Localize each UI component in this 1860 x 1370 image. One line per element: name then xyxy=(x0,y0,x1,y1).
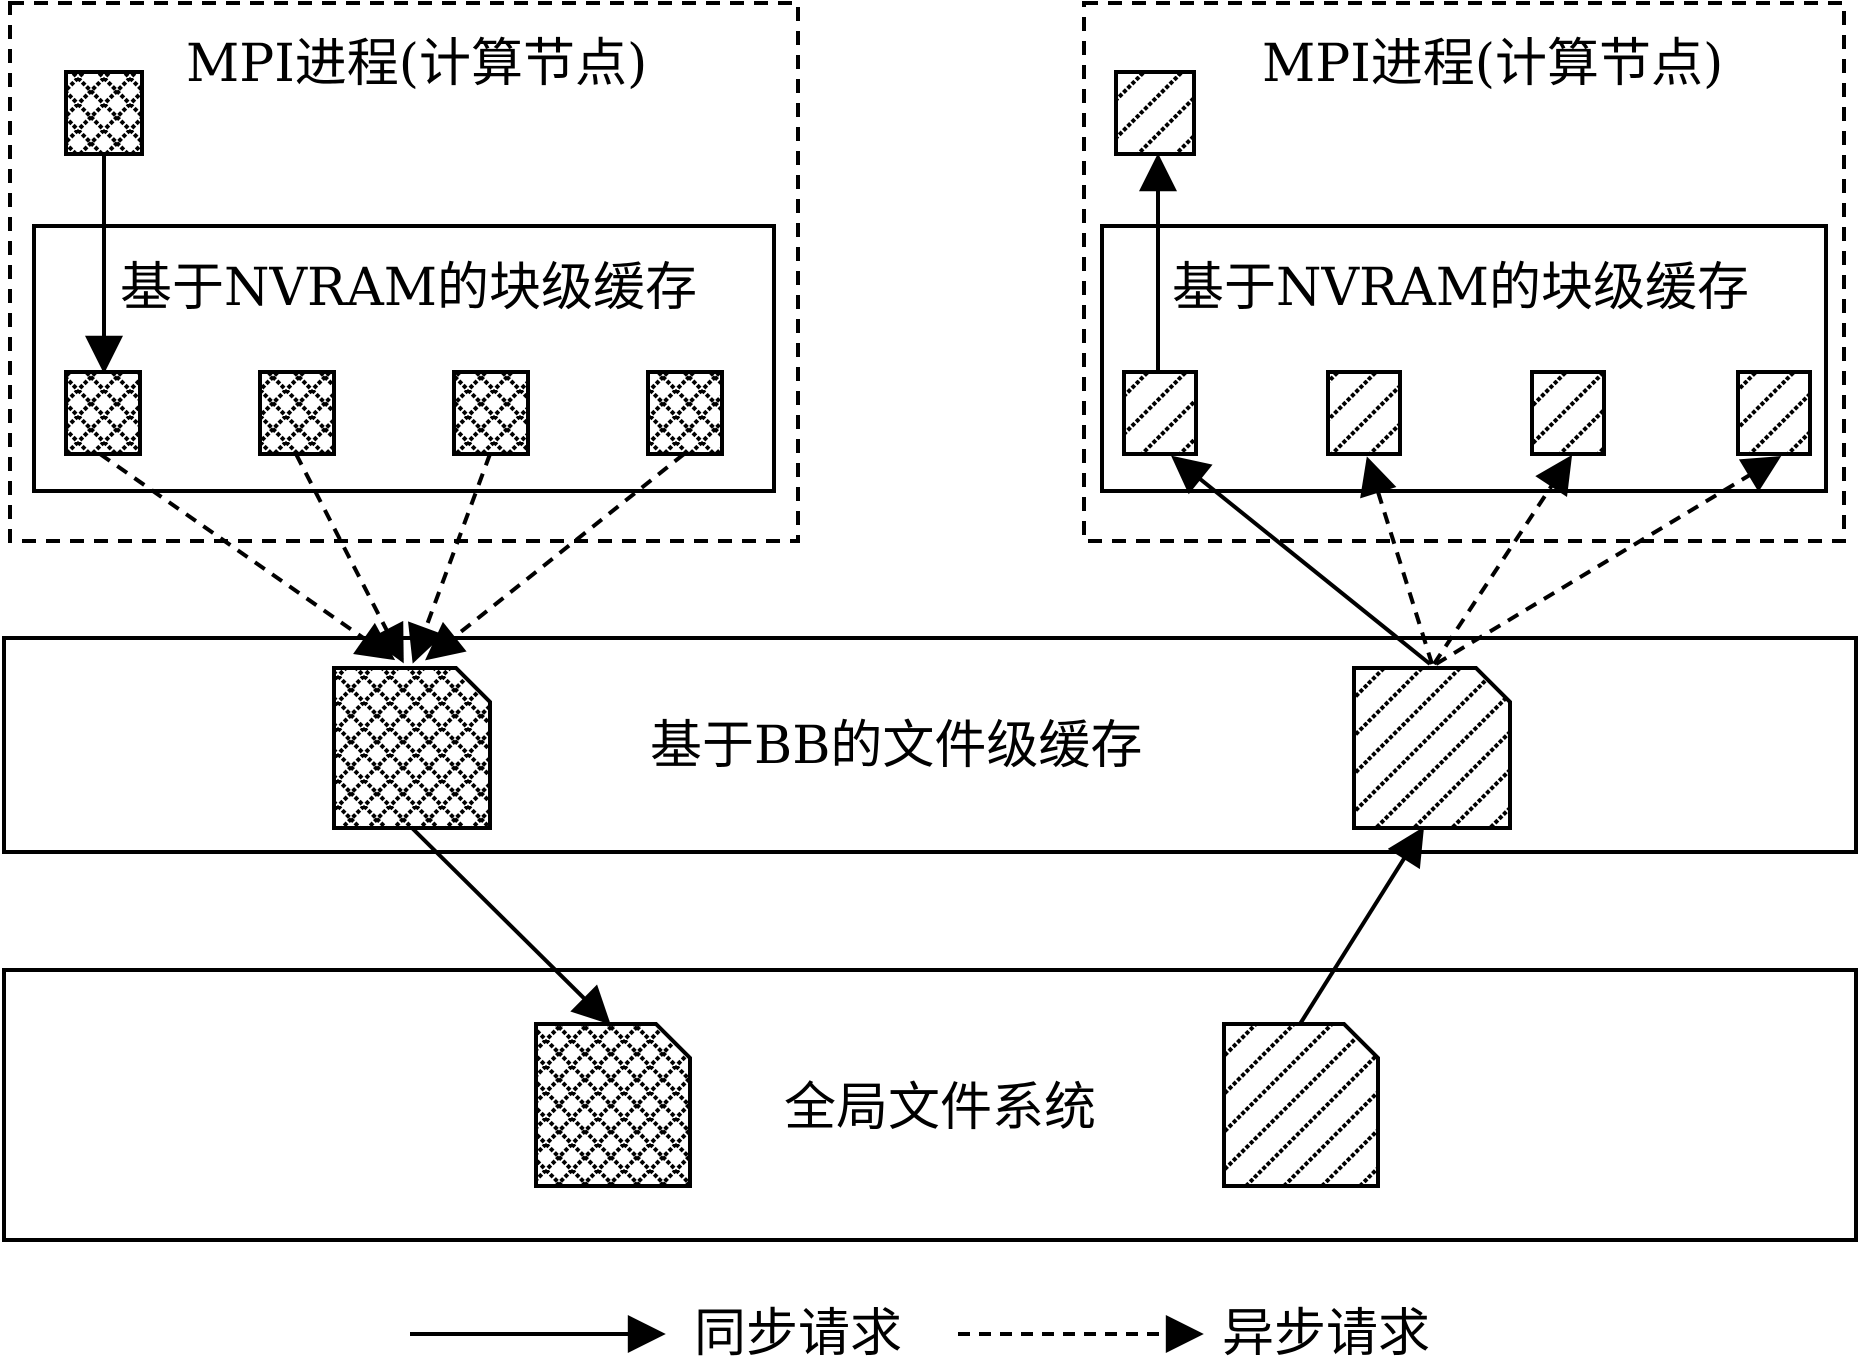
left-node-title: MPI进程(计算节点) xyxy=(186,34,648,94)
sync-arrow-fs-to-bb xyxy=(1298,826,1425,1026)
sync-arrow-bb-to-fs xyxy=(410,826,611,1025)
right-cache-block-1 xyxy=(1122,370,1198,456)
fs-layer-label: 全局文件系统 xyxy=(784,1078,1097,1138)
legend-async-label: 异步请求 xyxy=(1222,1304,1431,1364)
fs-layer xyxy=(2,968,1858,1242)
legend-sync-label: 同步请求 xyxy=(694,1304,903,1364)
right-process-block xyxy=(1114,70,1196,156)
left-cache-block-4 xyxy=(646,370,724,456)
left-nvram-cache xyxy=(32,224,776,493)
right-compute-node xyxy=(1082,1,1846,543)
right-cache-block-2 xyxy=(1326,370,1402,456)
async-arrow-right-2 xyxy=(1360,456,1434,665)
async-arrow-left-3 xyxy=(408,453,492,664)
left-cache-block-1 xyxy=(64,370,142,456)
async-arrow-right-4 xyxy=(1434,456,1782,666)
fs-layer-box xyxy=(2,968,1858,1242)
async-arrow-left-2 xyxy=(294,453,404,664)
bb-layer-label: 基于BB的文件级缓存 xyxy=(650,716,1143,776)
right-cache-block-3 xyxy=(1530,370,1606,456)
left-cache-block-2 xyxy=(258,370,336,456)
right-node-title: MPI进程(计算节点) xyxy=(1262,34,1724,94)
left-cache-block-3 xyxy=(452,370,530,456)
right-cache-label: 基于NVRAM的块级缓存 xyxy=(1172,258,1750,318)
sync-arrow-bb-to-nvram xyxy=(1171,455,1432,666)
async-arrow-right-3 xyxy=(1432,454,1573,666)
bb-file-diagonal xyxy=(1352,666,1512,830)
right-cache-block-4 xyxy=(1736,370,1812,456)
left-node-border xyxy=(8,1,800,543)
left-process-block xyxy=(64,70,144,156)
async-arrows xyxy=(98,452,1782,666)
bb-layer-box xyxy=(2,636,1858,854)
fs-file-cross xyxy=(534,1022,692,1188)
bb-layer xyxy=(2,636,1858,854)
right-nvram-cache xyxy=(1100,224,1828,493)
sync-arrows xyxy=(85,153,1432,1026)
async-arrow-left-1 xyxy=(98,452,396,661)
fs-file-diagonal xyxy=(1222,1022,1380,1188)
bb-file-cross xyxy=(332,666,492,830)
async-arrow-left-4 xyxy=(425,452,686,661)
left-cache-label: 基于NVRAM的块级缓存 xyxy=(120,258,698,318)
